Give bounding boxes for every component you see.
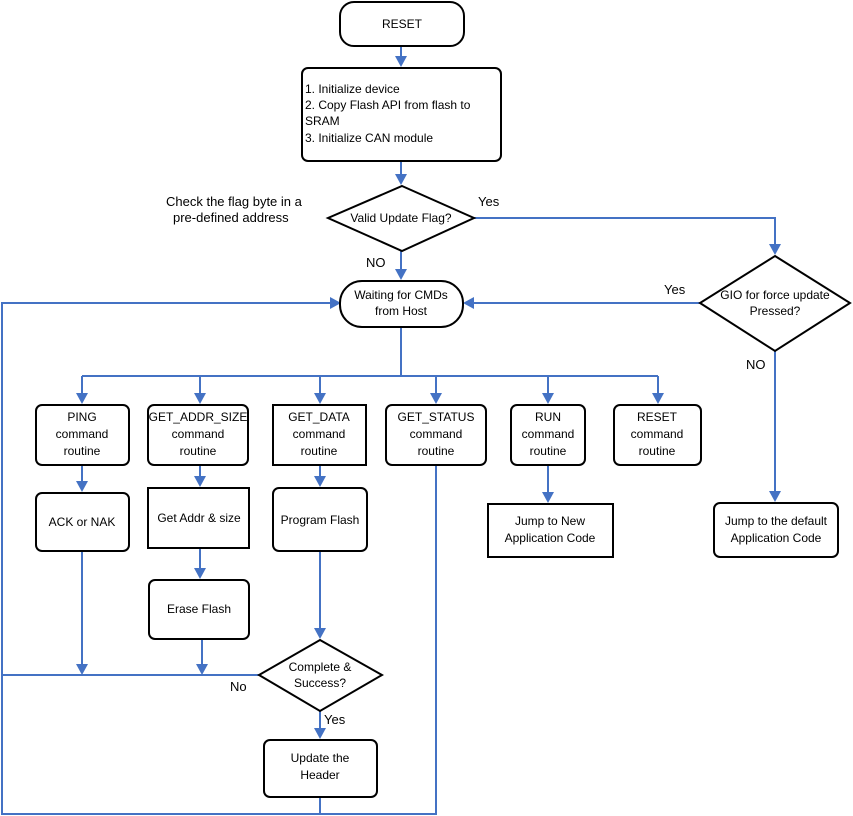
- node-update-header: Update the Header: [263, 739, 378, 798]
- node-get-data-line2: command: [293, 427, 346, 441]
- edge-labels: Check the flag byte in a pre-defined add…: [166, 194, 766, 727]
- label-no-valid: NO: [366, 255, 386, 270]
- label-no-gio: NO: [746, 357, 766, 372]
- node-ping-line1: PING: [67, 410, 96, 424]
- node-jump-new: Jump to New Application Code: [487, 503, 614, 558]
- label-yes-gio: Yes: [664, 282, 686, 297]
- label-yes-complete: Yes: [324, 712, 346, 727]
- node-run-line2: command: [522, 427, 575, 441]
- node-jump-default: Jump to the default Application Code: [713, 502, 839, 558]
- node-valid-flag-label: Valid Update Flag?: [350, 211, 452, 225]
- node-get-status-line2: command: [410, 427, 463, 441]
- node-complete: Complete & Success?: [257, 638, 385, 713]
- node-get-data: GET_DATA command routine: [272, 404, 367, 466]
- conn-getstatus-return: [320, 466, 437, 815]
- node-initialize: 1. Initialize device 2. Copy Flash API f…: [301, 67, 502, 162]
- node-initialize-line3: SRAM: [305, 114, 340, 128]
- node-jump-default-line2: Application Code: [731, 531, 822, 545]
- annotation-check-flag-line1: Check the flag byte in a: [166, 194, 303, 209]
- node-initialize-line2: 2. Copy Flash API from flash to: [305, 98, 471, 112]
- node-get-addr-size-line1: GET_ADDR_SIZE: [149, 410, 248, 424]
- node-reset-command-line2: command: [631, 427, 684, 441]
- node-get-addr: Get Addr & size: [147, 487, 250, 549]
- node-get-addr-size-line3: routine: [180, 444, 217, 458]
- node-waiting: Waiting for CMDs from Host: [339, 280, 464, 328]
- node-reset-start-label: RESET: [382, 17, 423, 31]
- node-valid-flag: Valid Update Flag?: [325, 184, 477, 253]
- node-waiting-line2: from Host: [375, 304, 428, 318]
- node-run-line3: routine: [530, 444, 567, 458]
- annotation-check-flag-line2: pre-defined address: [173, 210, 289, 225]
- node-get-data-line3: routine: [301, 444, 338, 458]
- node-ping-line2: command: [56, 427, 109, 441]
- node-reset-command-line1: RESET: [637, 410, 678, 424]
- node-get-data-line1: GET_DATA: [288, 410, 350, 424]
- node-run: RUN command routine: [510, 404, 586, 466]
- node-initialize-line4: 3. Initialize CAN module: [305, 131, 433, 145]
- node-get-status-line3: routine: [418, 444, 455, 458]
- node-get-addr-size: GET_ADDR_SIZE command routine: [147, 404, 249, 466]
- node-gio-line1: GIO for force update: [720, 288, 830, 302]
- node-erase-flash: Erase Flash: [148, 579, 250, 640]
- node-program-flash-label: Program Flash: [281, 513, 360, 527]
- node-waiting-line1: Waiting for CMDs: [354, 288, 448, 302]
- arrowheads: [76, 56, 781, 739]
- node-jump-new-line2: Application Code: [505, 531, 596, 545]
- node-ping-line3: routine: [64, 444, 101, 458]
- node-get-addr-size-line2: command: [172, 427, 225, 441]
- node-erase-flash-label: Erase Flash: [167, 602, 231, 616]
- node-reset-start: RESET: [339, 1, 465, 47]
- node-gio: GIO for force update Pressed?: [698, 254, 852, 353]
- node-ack-nak: ACK or NAK: [35, 492, 130, 552]
- node-update-header-line1: Update the: [291, 751, 350, 765]
- node-ack-nak-label: ACK or NAK: [49, 515, 116, 529]
- node-run-line1: RUN: [535, 410, 561, 424]
- node-program-flash: Program Flash: [272, 487, 368, 552]
- connectors: [1, 46, 776, 815]
- node-jump-new-line1: Jump to New: [515, 514, 585, 528]
- conn-valid-gio: [474, 217, 776, 246]
- node-get-addr-label: Get Addr & size: [157, 511, 241, 525]
- node-jump-default-line1: Jump to the default: [725, 514, 828, 528]
- node-ping: PING command routine: [35, 404, 130, 466]
- label-yes-valid: Yes: [478, 194, 500, 209]
- label-no-complete: No: [230, 679, 247, 694]
- node-complete-line2: Success?: [294, 676, 346, 690]
- node-get-status-line1: GET_STATUS: [398, 410, 475, 424]
- node-reset-command-line3: routine: [639, 444, 676, 458]
- node-complete-line1: Complete &: [289, 660, 352, 674]
- node-gio-line2: Pressed?: [750, 304, 801, 318]
- node-initialize-line1: 1. Initialize device: [305, 82, 400, 96]
- return-loop: [1, 302, 330, 815]
- node-get-status: GET_STATUS command routine: [385, 404, 487, 466]
- node-reset-command: RESET command routine: [613, 404, 702, 466]
- node-update-header-line2: Header: [300, 768, 339, 782]
